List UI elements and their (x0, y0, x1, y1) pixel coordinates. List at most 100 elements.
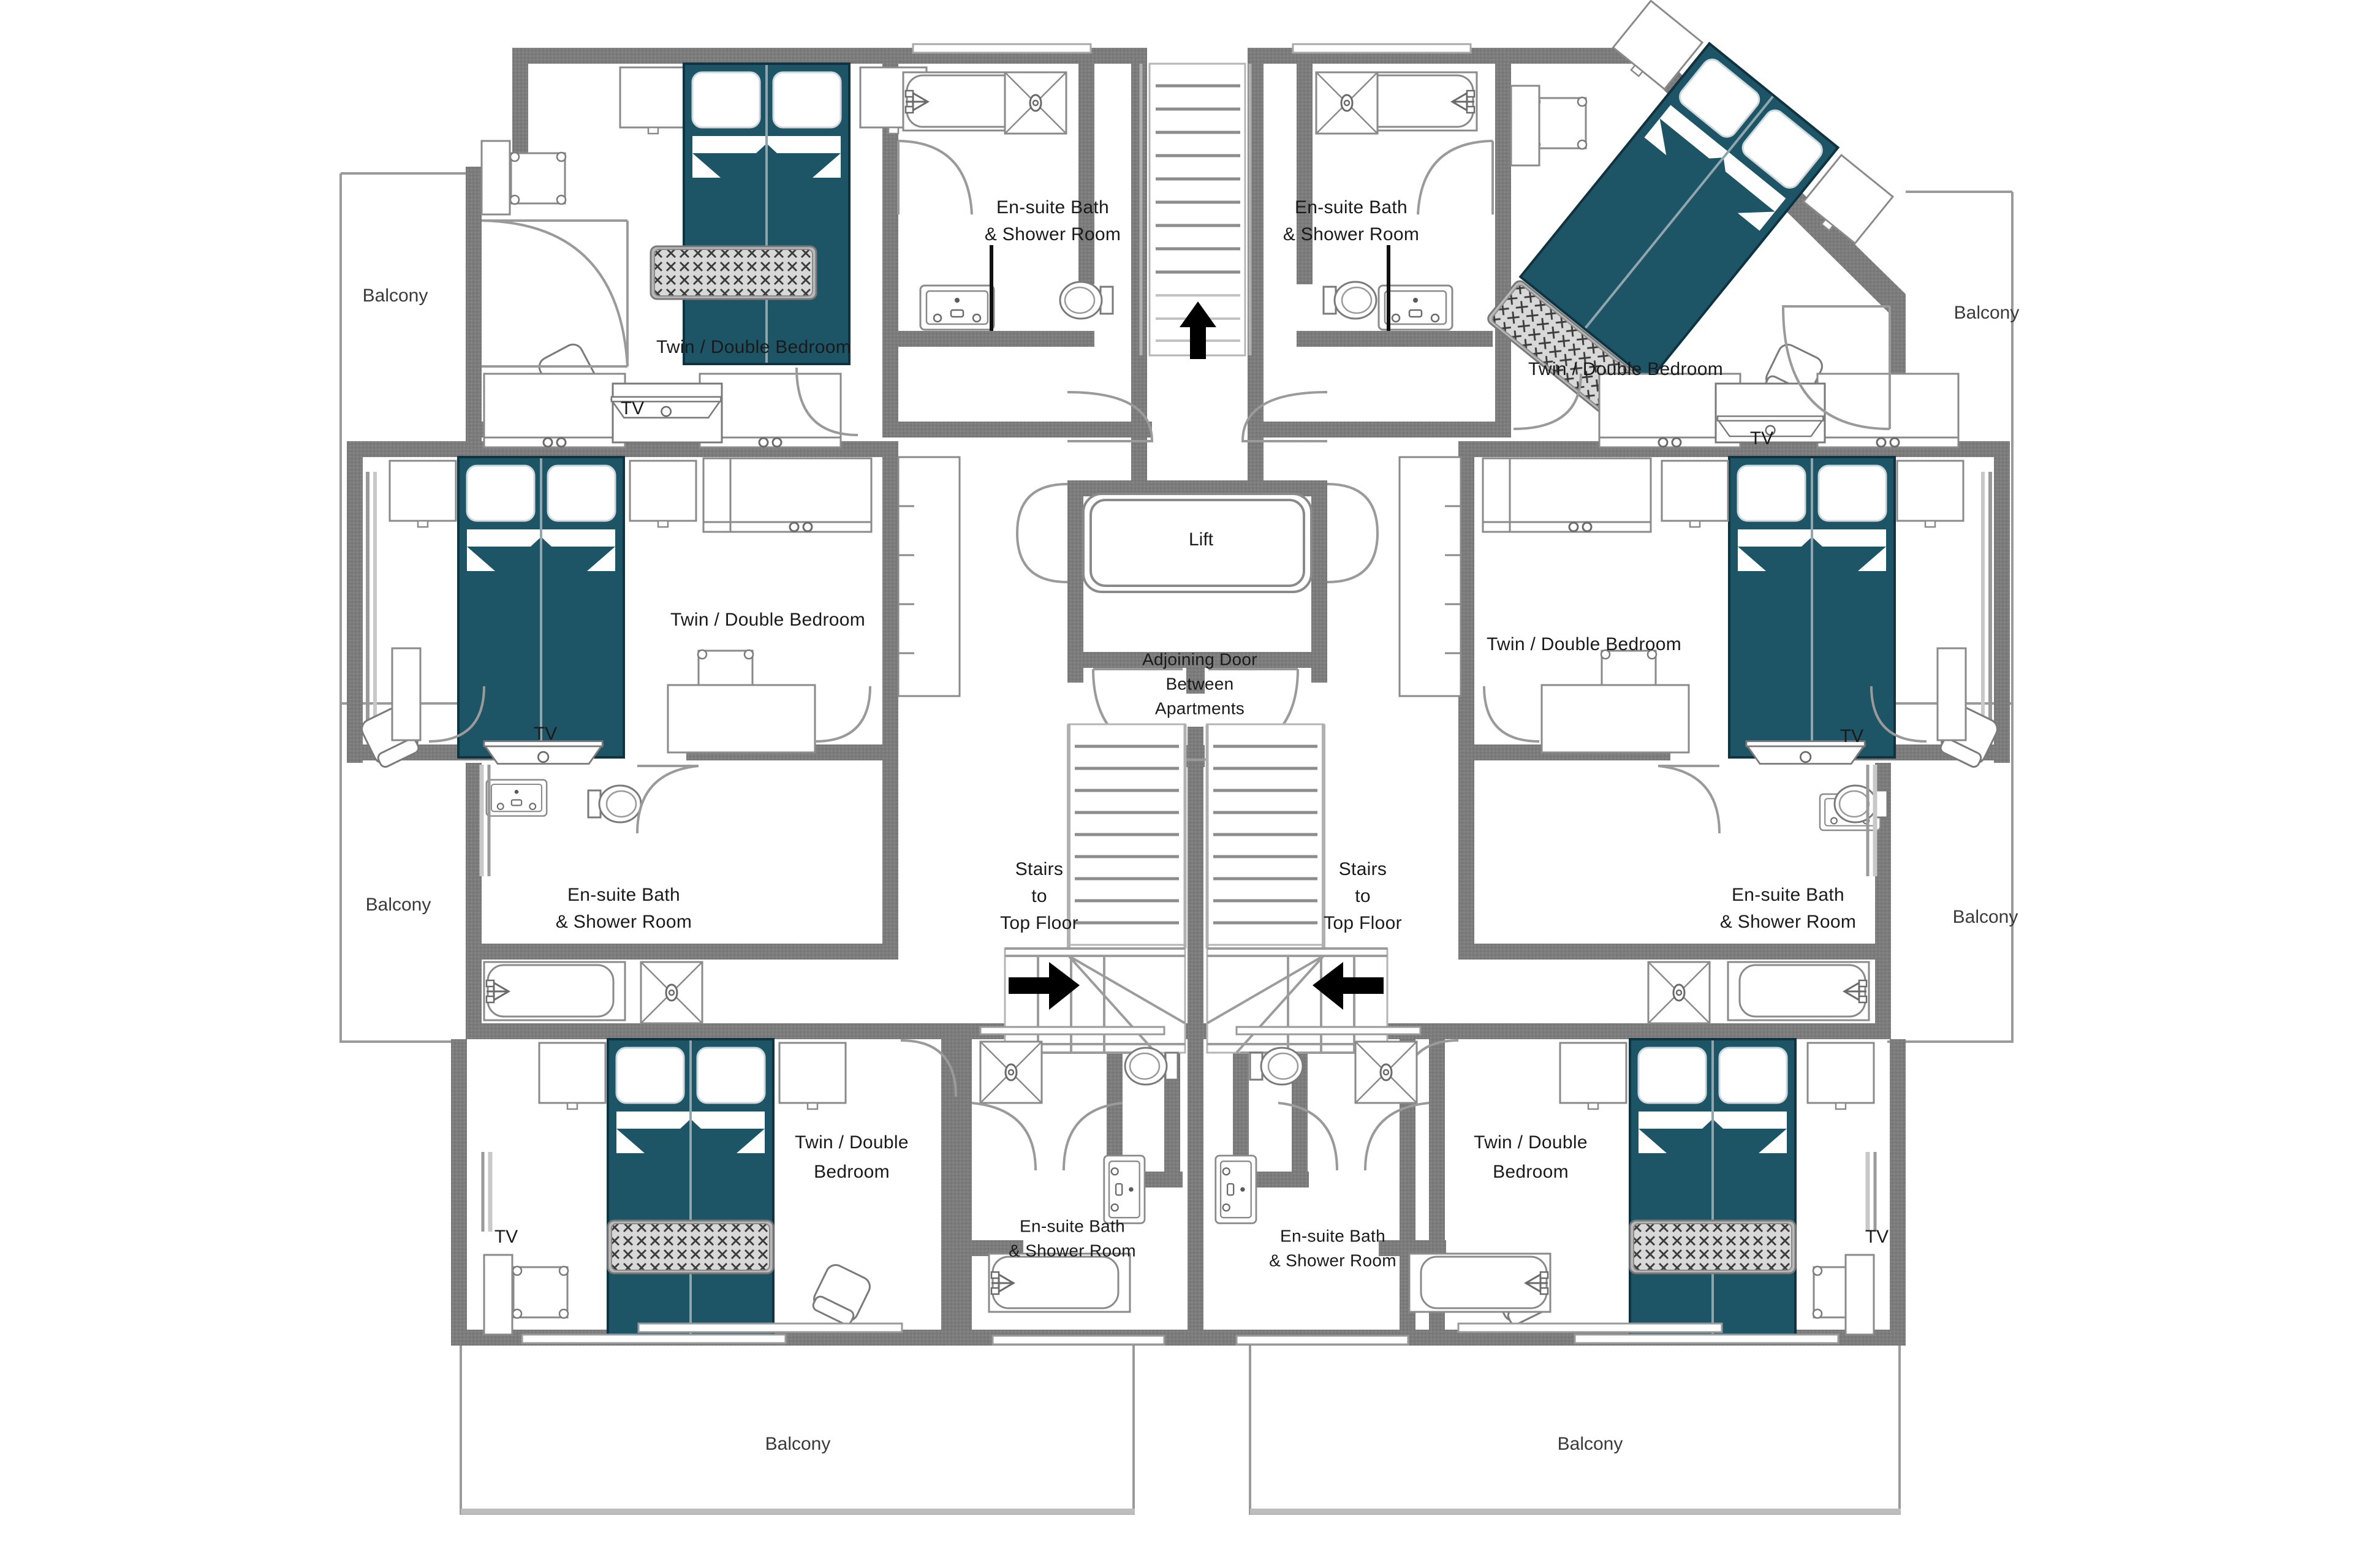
bed-top-left (683, 62, 851, 365)
label-adjoining-l3: Apartments (1155, 699, 1245, 718)
door-swing-bl-entry (900, 1039, 957, 1097)
label-tv-top-left: TV (621, 398, 644, 419)
bed-bench-bottom-left (607, 1219, 775, 1274)
label-bedroom-bottom-left-l1: Twin / Double (795, 1132, 909, 1153)
wall-ensuiteL-fixture-band (482, 944, 898, 960)
bedroom-top-right-furniture (1485, 0, 1960, 449)
door-swing-enML (636, 765, 699, 834)
label-bedroom-bottom-right-l1: Twin / Double (1474, 1132, 1588, 1153)
wall-enT-mid-right (1297, 64, 1313, 284)
label-ensuite-mid-right-l1: En-suite Bath (1732, 885, 1844, 905)
door-swing-enBR-a (1364, 1102, 1430, 1171)
bedroom-mid-right-furniture (1398, 456, 2002, 771)
label-ensuite-top-right-l1: En-suite Bath (1295, 197, 1408, 218)
door-swing-lift-left (1015, 483, 1068, 583)
shower-enMR (1647, 961, 1711, 1025)
window-top-left (912, 43, 1092, 54)
wall-bl-bedroom-right (941, 1039, 957, 1346)
label-ensuite-bottom-left-l2: & Shower Room (1009, 1241, 1136, 1260)
label-ensuite-mid-right-l2: & Shower Room (1720, 912, 1856, 932)
console-br (1844, 1254, 1875, 1336)
ensuite-top-right-fixtures (1315, 71, 1494, 331)
nightstand-bl-left (538, 1042, 607, 1110)
bedroom-mid-left-furniture (357, 456, 961, 771)
door-swing-enBR-b (1278, 1102, 1338, 1171)
stool-bottom-left (512, 1265, 569, 1319)
label-stairs-right-l2: to (1355, 886, 1371, 906)
door-swing-tl-exit (795, 367, 858, 436)
wc-enT-left (1059, 281, 1114, 320)
door-swing-enBL-b (1063, 1102, 1123, 1171)
door-swing-lobby-tr (1241, 391, 1328, 442)
wall-bathL-left (956, 1023, 972, 1330)
wall-topright-bottom (1248, 422, 1505, 437)
lift-car-inner (1089, 499, 1305, 587)
shower-enBL (979, 1040, 1043, 1104)
label-bedroom-mid-left: Twin / Double Bedroom (670, 610, 865, 630)
wall-lift-bottom (1067, 652, 1327, 668)
wall-top-right-inner-vert (1495, 64, 1511, 437)
label-stairs-right-l3: Top Floor (1324, 913, 1402, 933)
wall-enT-L-band (898, 331, 1094, 347)
shower-enBR (1354, 1040, 1418, 1104)
wall-topleft-bottom (882, 422, 1152, 437)
label-ensuite-mid-left-l1: En-suite Bath (567, 885, 680, 905)
basin-enBL (1103, 1154, 1146, 1224)
nightstand-br-right (1806, 1042, 1875, 1110)
door-swing-lift-right (1327, 483, 1379, 583)
balcony-slider-bl-a (637, 1322, 903, 1333)
label-bedroom-mid-right: Twin / Double Bedroom (1487, 634, 1681, 654)
label-stairs-left-l3: Top Floor (1000, 913, 1078, 933)
bedroom-bottom-left-furniture (481, 1038, 957, 1344)
text-labels: Twin / Double Bedroom Twin / Double Bedr… (363, 197, 2020, 1454)
wall-bl-bedroom-left (451, 1039, 467, 1339)
label-balcony-top-right: Balcony (1954, 303, 2020, 323)
main-stair-up-arrow (1180, 301, 1216, 359)
wc-enT-right (1322, 281, 1377, 320)
wardrobe-ml-b (729, 457, 873, 533)
desk-mid-left (667, 684, 816, 754)
wc-enBR (1249, 1047, 1304, 1086)
wall-enT-mid-left (1078, 64, 1094, 284)
stairs-right-arrow (1313, 962, 1384, 1010)
label-tv-mid-left: TV (534, 724, 557, 744)
label-balcony-mid-left: Balcony (366, 895, 431, 915)
window-top-right (1292, 43, 1472, 54)
label-ensuite-top-left-l1: En-suite Bath (996, 197, 1109, 218)
label-balcony-top-left: Balcony (363, 286, 428, 306)
console-bl (483, 1254, 513, 1336)
label-ensuite-bottom-right-l2: & Shower Room (1269, 1251, 1396, 1270)
wall-ensuiteL-right-vert (882, 744, 898, 947)
wall-lift-right (1311, 496, 1327, 683)
closet-ml (897, 456, 961, 697)
lower-staircases (1004, 723, 1389, 1054)
tv-mid-left-symbol (483, 740, 604, 765)
desk-mid-right (1540, 684, 1690, 754)
winder-left (1004, 947, 1186, 1054)
ensuite-mid-left-fixtures (479, 765, 703, 1025)
balcony-slider-br-a (1457, 1322, 1723, 1333)
door-swing-balcony-top-right (1781, 305, 1890, 430)
label-balcony-bottom-right: Balcony (1558, 1434, 1623, 1454)
wardrobe-top-right-b (1816, 373, 1960, 449)
label-bedroom-bottom-right-l2: Bedroom (1493, 1162, 1569, 1182)
label-tv-bottom-left: TV (494, 1227, 518, 1247)
bathtub-enBL (988, 1252, 1131, 1313)
nightstand-ml-left (388, 460, 457, 528)
balcony-left-outer-edge (339, 173, 466, 1043)
nightstand-left (619, 66, 688, 135)
bathtub-enMR (1727, 961, 1870, 1021)
window-enBL-top (979, 1026, 1165, 1036)
wall-ensuiteR-fixture-band (1458, 944, 1875, 960)
console-ml (391, 647, 422, 741)
shower-enT-left (1004, 71, 1067, 135)
ensuite-bottom-right-fixtures (1214, 1026, 1552, 1346)
ensuite-mid-right-fixtures (1647, 765, 1889, 1025)
door-swing-enMR (1658, 765, 1721, 834)
door-swing-lobby-tl (1067, 391, 1154, 442)
lift-lobby (1015, 391, 1379, 762)
label-stairs-left-l2: to (1031, 886, 1047, 906)
label-tv-top-right: TV (1750, 428, 1773, 449)
bed-mid-left (457, 456, 625, 759)
